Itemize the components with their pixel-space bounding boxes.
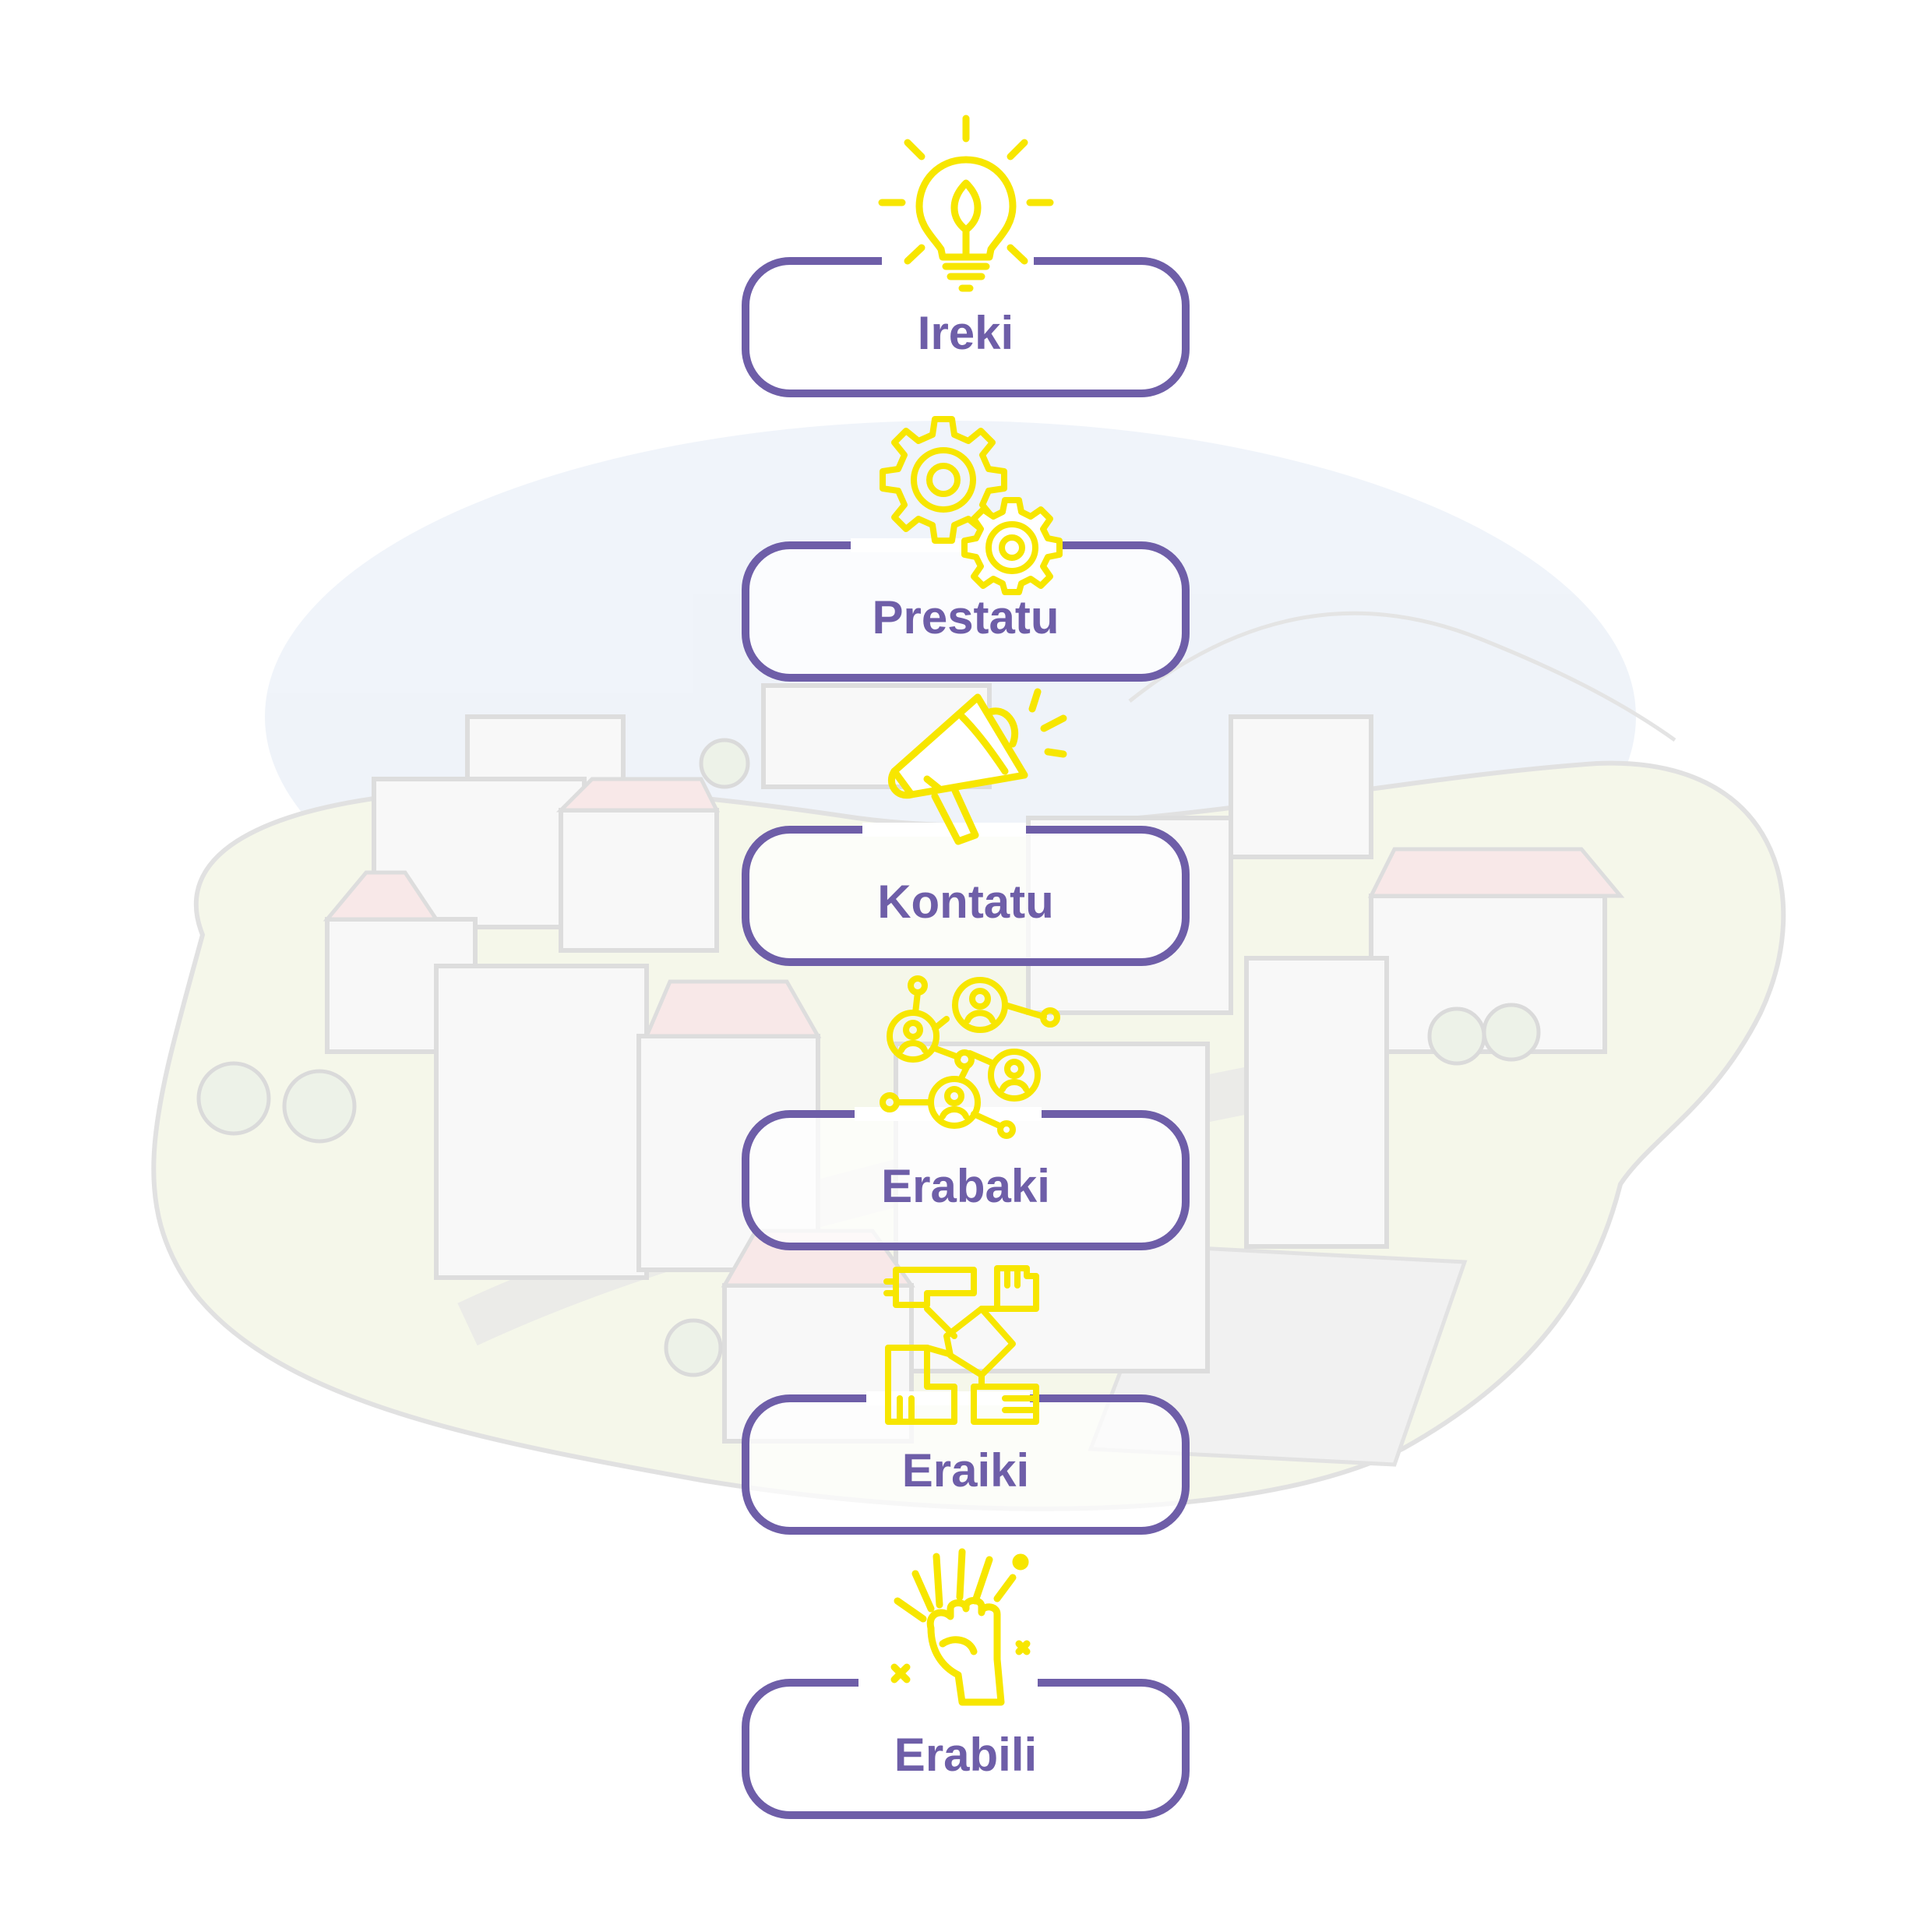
stage-label: Erabili: [894, 1728, 1038, 1781]
raised-fist-icon: [888, 1548, 1044, 1706]
stage-label: Prestatu: [872, 591, 1059, 643]
stage-label: Kontatu: [877, 875, 1054, 928]
stage-box-ireki: Ireki: [742, 254, 1190, 397]
stage-label: Erabaki: [881, 1159, 1050, 1212]
lightbulb-icon: [878, 115, 1054, 296]
stage-box-prestatu: Prestatu: [742, 538, 1190, 682]
megaphone-icon: [887, 686, 1075, 849]
stage-box-kontatu: Kontatu: [742, 823, 1190, 966]
stage-box-eraiki: Eraiki: [742, 1391, 1190, 1535]
stage-label: Ireki: [917, 306, 1014, 359]
stage-label: Eraiki: [901, 1444, 1030, 1497]
network-people-icon: [880, 974, 1063, 1139]
joined-hands-icon: [880, 1262, 1044, 1430]
gears-icon: [876, 413, 1063, 595]
